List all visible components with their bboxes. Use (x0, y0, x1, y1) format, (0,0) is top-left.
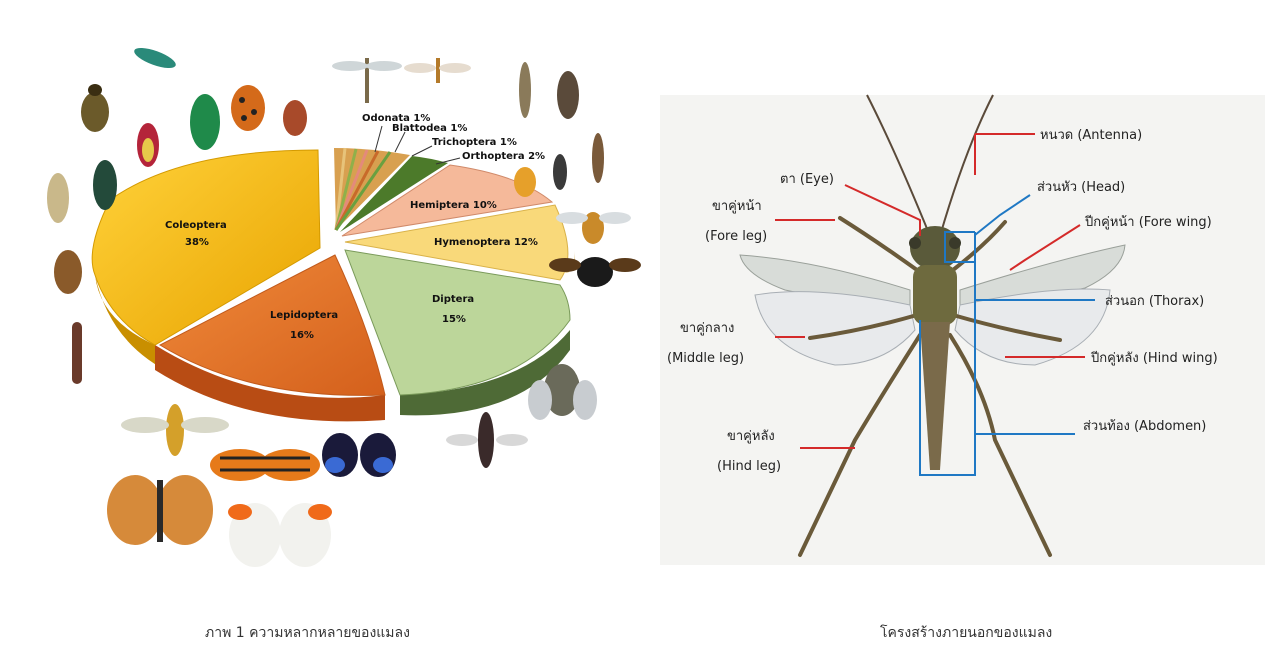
ladybug-icon (514, 167, 536, 197)
label-orthoptera: Orthoptera 2% (462, 151, 545, 162)
label-hind-wing: ปีกคู่หลัง (Hind wing) (1090, 350, 1218, 366)
pie-slice-small-orders (334, 148, 410, 230)
tiger-butterfly-icon (107, 475, 213, 545)
dark-beetle-icon (93, 160, 117, 210)
moth-icon (121, 404, 229, 456)
dragonfly-icon (332, 58, 402, 103)
thorax-shape (913, 265, 957, 325)
pie-slice-hymenoptera (344, 204, 569, 281)
pie-slice-coleoptera (91, 149, 321, 346)
label-hemiptera: Hemiptera 10% (410, 200, 497, 211)
butterfly-icon (322, 433, 396, 477)
weevil-icon (134, 48, 176, 68)
label-diptera: Diptera (432, 294, 474, 305)
label-fore-wing: ปีกคู่หน้า (Fore wing) (1084, 214, 1212, 230)
pie-side-lepidoptera (155, 345, 385, 422)
stick-bug-icon (592, 133, 604, 183)
pie-leader-lines (374, 125, 461, 165)
white-butterfly-icon (228, 503, 332, 567)
red-beetle-icon (283, 100, 307, 136)
pie-slice-hemiptera (341, 164, 554, 237)
eye-shape (949, 237, 961, 249)
antenna-shape (866, 94, 931, 237)
pie-chart-svg: Coleoptera 38% Lepidoptera 16% Diptera 1… (47, 48, 641, 567)
body-part-brackets (919, 231, 976, 476)
stag-beetle-icon (54, 250, 82, 294)
pie-side-diptera (400, 330, 570, 416)
head-shape (910, 226, 960, 270)
anatomy-svg: หนวด (Antenna) ตา (Eye) ส่วนหัว (Head) ข… (660, 94, 1265, 565)
pie-slice-lepidoptera (158, 254, 386, 396)
figure-caption-anatomy: โครงสร้างภายนอกของแมลง (880, 625, 1053, 641)
butterfly-icon (210, 449, 320, 481)
hind-wing-shape (754, 288, 1111, 366)
fly-icon (528, 364, 597, 420)
beetle-icon (81, 84, 109, 132)
carpenter-bee-icon (549, 257, 641, 287)
abdomen-shape (920, 322, 950, 470)
label-diptera-pct: 15% (442, 314, 466, 325)
label-hind-leg-en: (Hind leg) (717, 459, 781, 474)
eye-shape (909, 237, 921, 249)
label-antenna: หนวด (Antenna) (1040, 128, 1142, 143)
pie-slice-orthoptera (340, 156, 448, 232)
label-lepidoptera-pct: 16% (290, 330, 314, 341)
green-beetle-icon (190, 94, 220, 150)
label-middle-leg-en: (Middle leg) (667, 351, 744, 366)
insect-photos (47, 48, 641, 567)
longhorn-beetle-icon (47, 173, 69, 223)
jewel-beetle-icon (137, 123, 159, 167)
slender-beetle-icon (72, 322, 82, 384)
dragonfly-icon (404, 58, 471, 83)
label-lepidoptera: Lepidoptera (270, 310, 338, 321)
label-trichoptera: Trichoptera 1% (432, 137, 517, 148)
label-head: ส่วนหัว (Head) (1037, 180, 1125, 195)
bee-icon (556, 212, 631, 244)
insect-anatomy-figure: หนวด (Antenna) ตา (Eye) ส่วนหัว (Head) ข… (655, 0, 1282, 600)
label-coleoptera: Coleoptera (165, 220, 227, 231)
label-fore-leg-en: (Fore leg) (705, 229, 767, 244)
spotted-beetle-icon (231, 85, 265, 131)
label-eye: ตา (Eye) (780, 172, 834, 187)
bug-icon (553, 154, 567, 190)
antenna-shape (939, 94, 994, 237)
label-coleoptera-pct: 38% (185, 237, 209, 248)
label-hymenoptera: Hymenoptera 12% (434, 237, 538, 248)
label-fore-leg-th: ขาคู่หน้า (712, 199, 762, 214)
pie-slice-diptera (344, 249, 571, 396)
red-callout-lines (775, 133, 1085, 449)
cricket-icon (519, 62, 531, 118)
label-thorax: ส่วนอก (Thorax) (1105, 294, 1204, 309)
wasp-icon (446, 412, 528, 468)
label-middle-leg-th: ขาคู่กลาง (680, 321, 734, 336)
label-blattodea: Blattodea 1% (392, 123, 467, 134)
label-odonata: Odonata 1% (362, 113, 430, 124)
pie-small-slice-stripes (334, 147, 392, 231)
label-abdomen: ส่วนท้อง (Abdomen) (1083, 419, 1206, 434)
insect-diversity-figure: Coleoptera 38% Lepidoptera 16% Diptera 1… (0, 0, 650, 600)
legs-shape (798, 216, 1062, 557)
label-hind-leg-th: ขาคู่หลัง (727, 429, 775, 444)
figure-caption-diversity: ภาพ 1 ความหลากหลายของแมลง (205, 625, 410, 641)
cricket-icon (557, 71, 579, 119)
blue-callout-lines (974, 194, 1095, 435)
